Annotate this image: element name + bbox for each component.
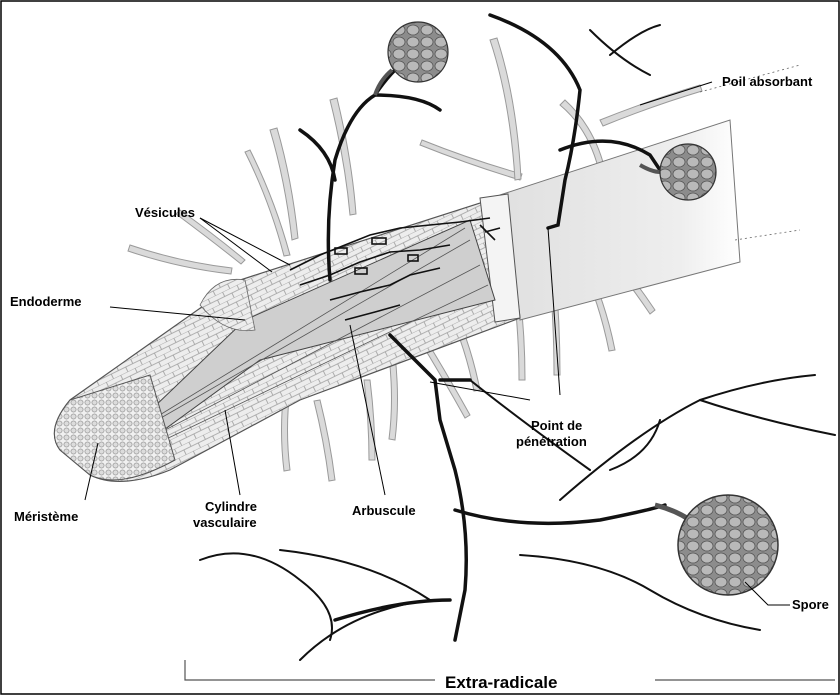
label-cylindre-line1: Cylindre [205,499,257,514]
label-spore: Spore [792,597,829,612]
label-extra-radicale: Extra-radicale [445,673,557,692]
label-arbuscule: Arbuscule [352,503,416,518]
label-point-line1: Point de [531,418,582,433]
label-meristeme: Méristème [14,509,78,524]
label-poil-absorbant: Poil absorbant [722,74,813,89]
label-vesicules: Vésicules [135,205,195,220]
label-point-line2: pénétration [516,434,587,449]
label-cylindre-line2: vasculaire [193,515,257,530]
label-endoderme: Endoderme [10,294,82,309]
